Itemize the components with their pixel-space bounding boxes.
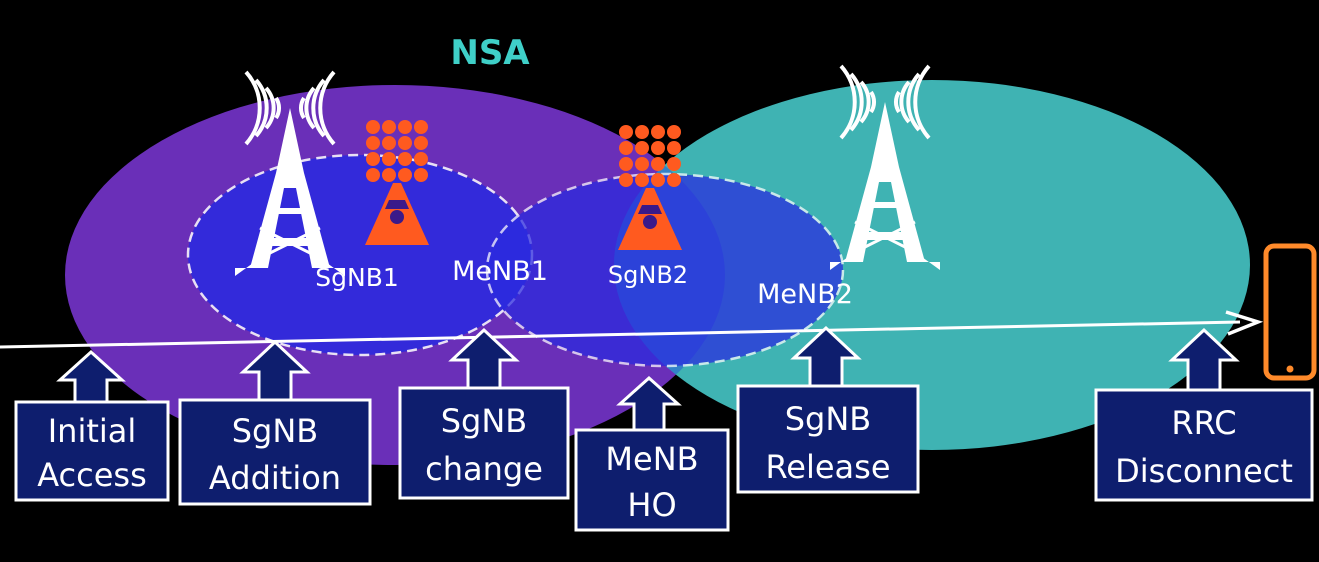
event-box-sgnb-addition: SgNB Addition [178,398,372,506]
event-line-2: HO [627,486,676,524]
label-menb2: MeNB2 [757,279,853,310]
ue-path-arrowhead-icon [1225,310,1264,336]
event-line-2: change [425,450,543,488]
event-line-1: RRC [1171,404,1236,442]
event-line-2: Release [765,448,890,486]
event-line-1: SgNB [232,412,319,450]
event-box-rrc-disconnect: RRC Disconnect [1094,388,1314,502]
diagram-title: NSA [450,33,530,73]
label-sgnb2: SgNB2 [608,261,688,289]
sgnb1-cell [186,153,534,357]
label-sgnb1: SgNB1 [315,263,399,292]
event-line-2: Access [37,456,147,494]
event-arrows [56,325,1240,434]
event-line-1: SgNB [785,400,872,438]
event-line-1: SgNB [441,402,528,440]
event-box-sgnb-release: SgNB Release [736,384,920,494]
label-menb1: MeNB1 [452,256,548,287]
event-line-2: Disconnect [1115,452,1293,490]
event-line-2: Addition [209,459,341,497]
event-box-initial-access: Initial Access [14,400,170,502]
event-line-1: Initial [48,412,137,450]
sgnb2-cell [485,172,845,368]
event-box-sgnb-change: SgNB change [398,386,570,500]
event-line-1: MeNB [605,440,698,478]
smartphone-icon [1263,243,1317,381]
menb2-cell [614,80,1250,450]
event-box-menb-ho: MeNB HO [574,428,730,532]
ue-path-line [0,320,1241,349]
